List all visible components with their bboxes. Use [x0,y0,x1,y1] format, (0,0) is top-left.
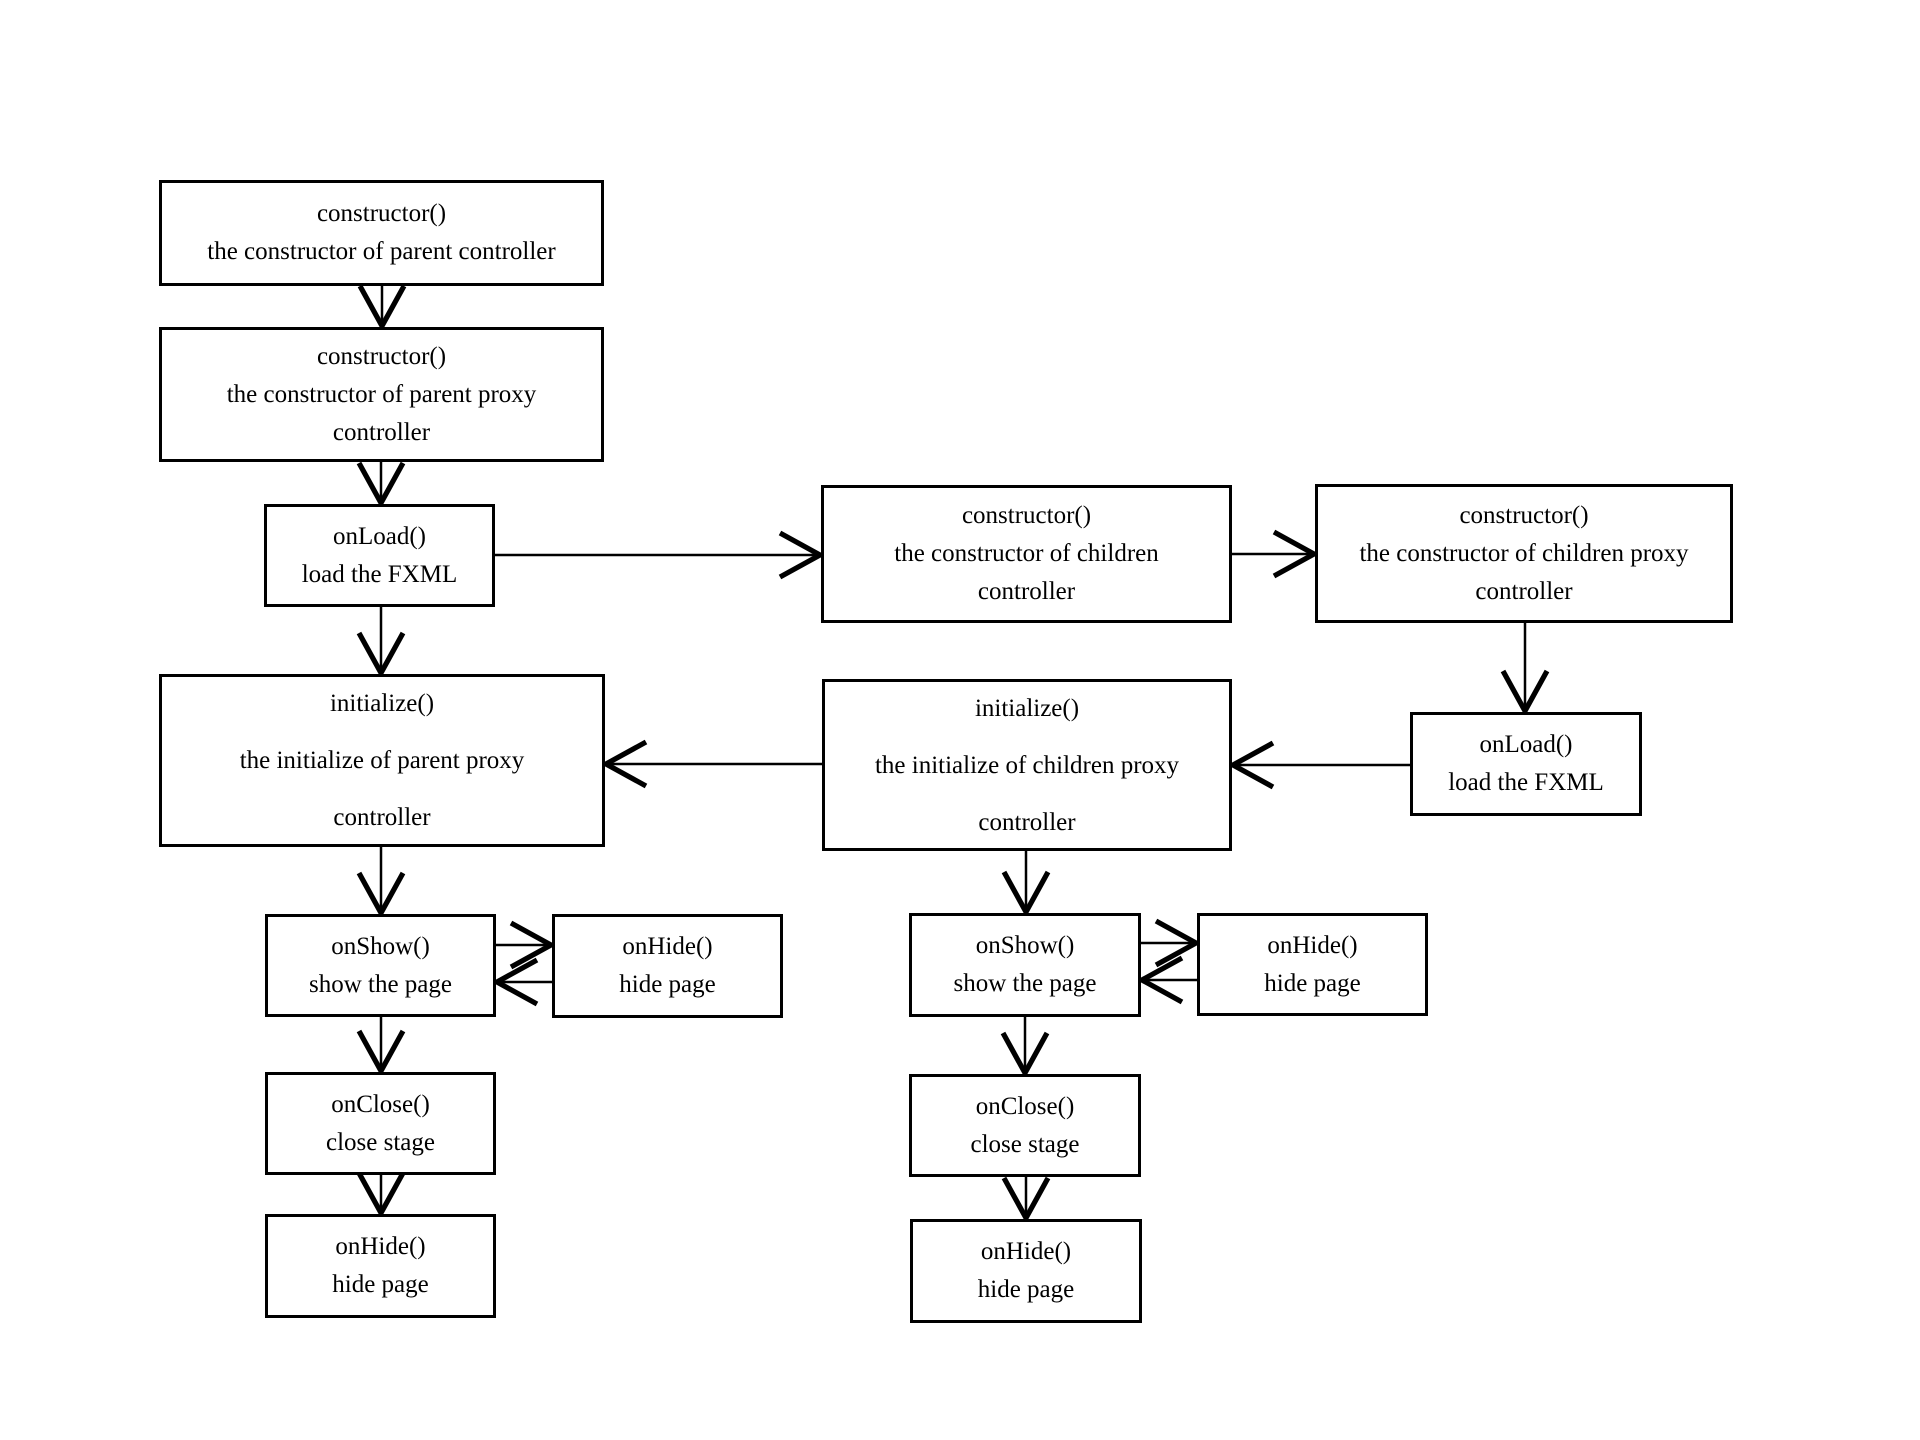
node-parent-proxy-constructor: constructor() the constructor of parent p… [159,327,604,462]
node-children-onshow: onShow() show the page [909,913,1141,1017]
node-parent-onclose: onClose() close stage [265,1072,496,1175]
node-text-line: close stage [326,1128,435,1156]
node-parent-initialize: initialize() the initialize of parent pro… [159,674,605,847]
node-children-onhide-loop: onHide() hide page [1197,913,1428,1016]
node-children-onhide-final: onHide() hide page [910,1219,1142,1323]
node-text-line: the constructor of children [894,540,1159,567]
node-text-line: constructor() [1459,501,1589,529]
node-text-line: controller [1475,577,1573,605]
node-text-line: constructor() [316,342,447,370]
node-parent-onload: onLoad() load the FXML [264,504,495,607]
node-text-line: the initialize of parent proxy [239,747,525,774]
node-text-line: initialize() [329,690,435,717]
node-text-line: onHide() [335,1233,426,1260]
node-text-line: onClose() [331,1090,430,1118]
node-parent-onhide-loop: onHide() hide page [552,914,783,1018]
node-text-line: constructor() [961,502,1092,529]
node-children-onload: onLoad() load the FXML [1410,712,1642,816]
node-text-line: hide page [619,971,716,998]
node-text-line: onClose() [975,1092,1075,1120]
node-children-onclose: onClose() close stage [909,1074,1141,1177]
node-text-line: controller [978,808,1076,836]
node-text-line: onLoad() [332,522,427,550]
node-text-line: hide page [332,1271,429,1298]
node-text-line: hide page [1264,969,1361,997]
node-text-line: onShow() [331,932,430,960]
node-text-line: the constructor of children proxy [1359,539,1689,567]
node-children-initialize: initialize() the initialize of children p… [822,679,1232,851]
node-parent-onhide-final: onHide() hide page [265,1214,496,1318]
node-text-line: show the page [953,970,1097,997]
node-text-line: controller [332,418,431,446]
node-text-line: constructor() [316,200,447,227]
node-text-line: hide page [977,1276,1075,1303]
node-text-line: the constructor of parent proxy [226,380,537,408]
node-text-line: onHide() [1267,931,1358,959]
node-text-line: load the FXML [301,560,458,588]
node-text-line: controller [333,804,431,831]
node-text-line: onShow() [975,932,1075,959]
node-children-proxy-constructor: constructor() the constructor of children… [1315,484,1733,623]
node-text-line: controller [977,578,1076,605]
node-text-line: load the FXML [1448,769,1604,796]
node-parent-constructor: constructor() the constructor of parent c… [159,180,604,286]
node-text-line: onLoad() [1479,731,1573,758]
node-text-line: the initialize of children proxy [874,751,1180,779]
node-text-line: initialize() [974,694,1080,722]
node-text-line: show the page [308,970,453,998]
node-parent-onshow: onShow() show the page [265,914,496,1017]
node-children-constructor: constructor() the constructor of children… [821,485,1232,623]
node-text-line: the constructor of parent controller [207,238,556,265]
node-text-line: close stage [970,1130,1080,1158]
node-text-line: onHide() [622,933,713,960]
node-text-line: onHide() [980,1238,1072,1265]
